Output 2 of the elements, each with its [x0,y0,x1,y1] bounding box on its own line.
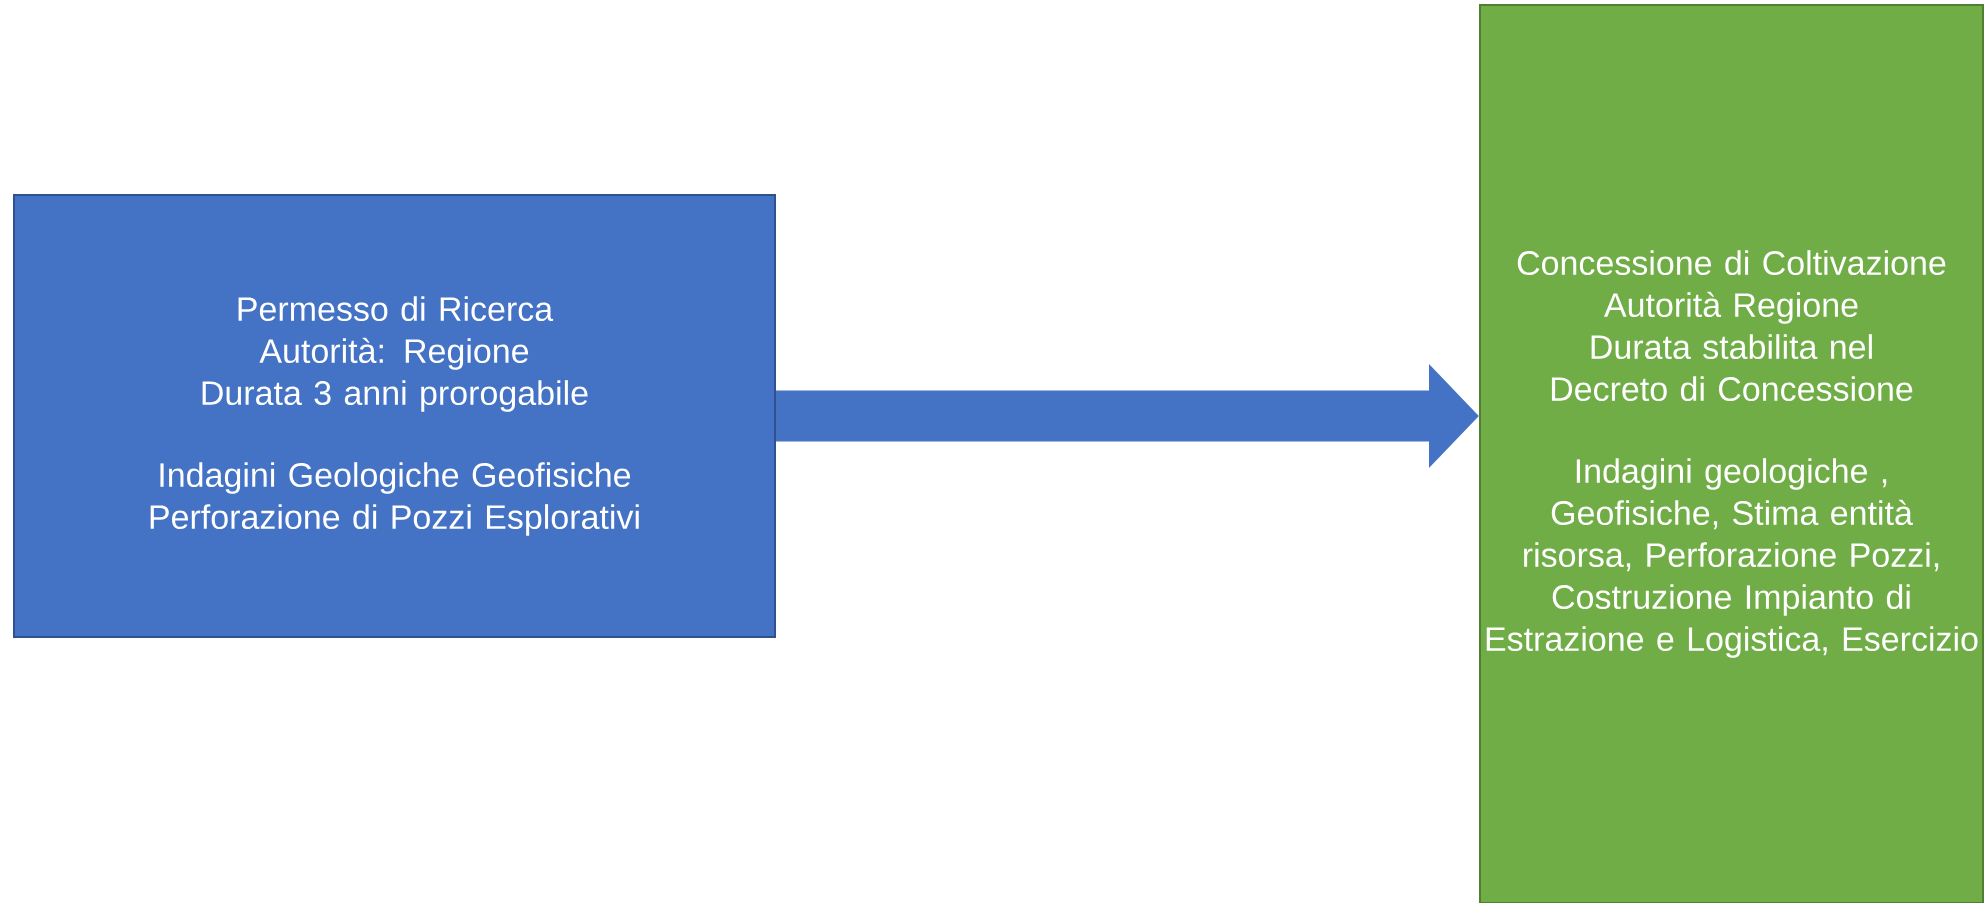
process-box: Concessione di Coltivazione Autorità Regione Durata stabilita nel Decreto di Concessione Indagini geologiche , Geofisiche, Stima entità risorsa, Perforazione Pozzi, Costruzione Impianto di Estrazione e Logistica, Esercizio [1479,4,1984,903]
process-box: Permesso di Ricerca Autorità: Regione Durata 3 anni prorogabile Indagini Geologiche Geofisiche Perforazione di Pozzi Esplorativi [13,194,776,638]
